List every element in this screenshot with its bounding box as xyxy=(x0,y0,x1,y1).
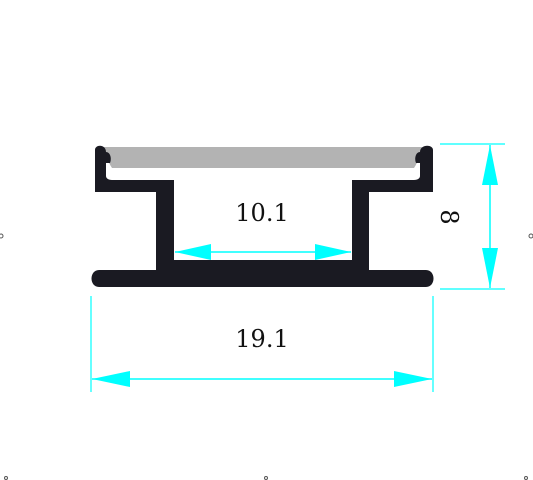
inner-width-dimension xyxy=(175,244,351,260)
height-label: 8 xyxy=(435,209,463,224)
inner-width-label: 10.1 xyxy=(235,199,288,227)
right-lip xyxy=(415,152,420,163)
overall-width-dimension xyxy=(90,296,434,392)
diffuser-cover xyxy=(104,147,422,168)
overall-width-label: 19.1 xyxy=(235,325,288,353)
aluminum-profile xyxy=(91,145,434,287)
left-lip xyxy=(106,152,111,163)
height-dimension xyxy=(440,143,505,290)
